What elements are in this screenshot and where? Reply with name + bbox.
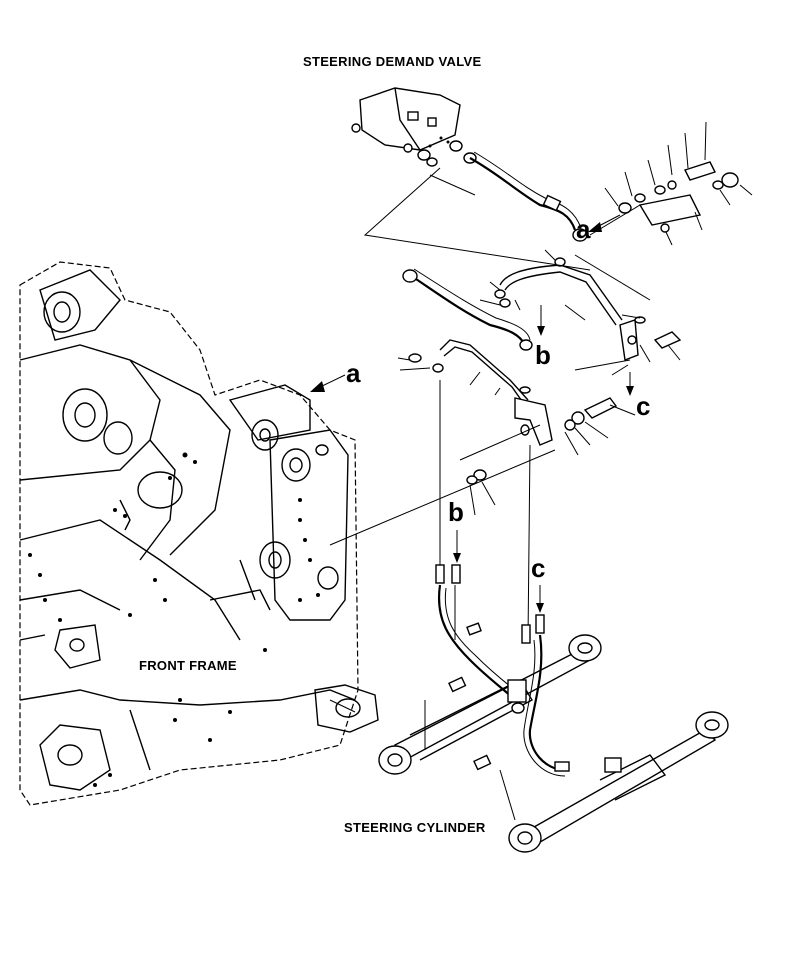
callout-a-top: a [576,214,591,244]
callout-c-top: c [636,391,651,421]
steering-demand-valve-drawing [351,87,477,167]
callout-c-bottom: c [531,553,546,583]
steering-cylinder-label: STEERING CYLINDER [344,820,486,835]
callout-b-bottom: b [448,497,464,527]
callout-b-top: b [535,340,551,370]
steering-demand-valve-label: STEERING DEMAND VALVE [303,54,482,69]
steering-cylinders-drawing [329,564,729,853]
callout-a-frame: a [346,358,361,388]
front-frame-drawing [19,261,379,806]
hoses-and-pipes [310,121,753,641]
front-frame-label: FRONT FRAME [139,658,237,673]
